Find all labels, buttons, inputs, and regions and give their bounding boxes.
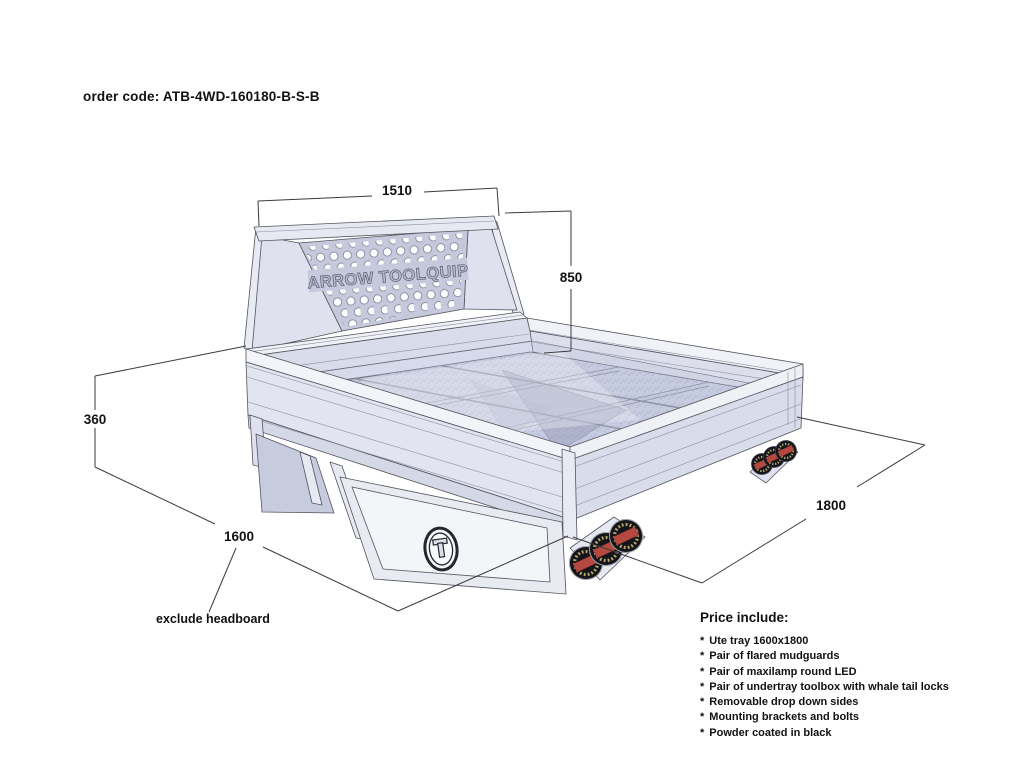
tray-body: [245, 311, 804, 541]
price-include-panel: Price include: * Ute tray 1600x1800 * Pair…: [700, 610, 1000, 741]
dimension-labels: 1510 850 360 1600 1800: [76, 182, 856, 545]
headboard: ARROW TOOLQUIP: [243, 215, 525, 353]
dim-headboard-width: 1510: [382, 183, 412, 198]
price-item: * Ute tray 1600x1800: [700, 634, 1000, 649]
price-item: * Pair of flared mudguards: [700, 649, 1000, 664]
bullet-glyph: *: [700, 696, 705, 709]
price-item: * Pair of undertray toolbox with whale ta…: [700, 680, 1000, 695]
bullet-glyph: *: [700, 665, 705, 678]
dimension-lines: [94, 187, 926, 613]
undertray-parts: [255, 433, 799, 595]
price-heading: Price include:: [700, 610, 789, 625]
brand-text-band: [307, 257, 469, 293]
price-item: * Pair of maxilamp round LED: [700, 665, 1000, 680]
dim-headboard-height: 850: [560, 270, 583, 285]
dim-tray-length: 1600: [224, 529, 254, 544]
dim-tray-width: 1800: [816, 498, 846, 513]
led-lamp: [775, 440, 797, 462]
support-leg-small: [299, 451, 323, 506]
price-item-text: Pair of undertray toolbox with whale tai…: [709, 680, 949, 693]
price-item-text: Ute tray 1600x1800: [709, 635, 809, 647]
order-code-label: order code: ATB-4WD-160180-B-S-B: [83, 89, 320, 104]
price-item: * Removable drop down sides: [700, 695, 1000, 710]
headboard-top-rail: [253, 215, 499, 242]
bullet-glyph: *: [700, 650, 705, 663]
led-lamp: [609, 519, 643, 553]
bullet-glyph: *: [700, 711, 705, 724]
center-brace-echo: [470, 380, 552, 438]
deck-cross-members: [353, 365, 717, 439]
bullet-glyph: *: [700, 635, 705, 647]
bullet-glyph: *: [700, 680, 705, 693]
whale-tail-lock-icon: [423, 526, 459, 572]
near-corner-post: [561, 448, 578, 541]
dim-side-height: 360: [84, 412, 107, 427]
price-item-text: Removable drop down sides: [709, 696, 859, 709]
bullet-glyph: *: [700, 726, 705, 739]
exclude-headboard-label: exclude headboard: [156, 612, 270, 626]
center-brace: [501, 369, 627, 453]
price-item-text: Pair of flared mudguards: [709, 650, 840, 663]
price-item-text: Mounting brackets and bolts: [709, 711, 860, 724]
price-item: * Powder coated in black: [700, 726, 1000, 741]
price-item-text: Pair of maxilamp round LED: [709, 665, 857, 678]
price-item-text: Powder coated in black: [709, 726, 832, 739]
price-item: * Mounting brackets and bolts: [700, 710, 1000, 725]
